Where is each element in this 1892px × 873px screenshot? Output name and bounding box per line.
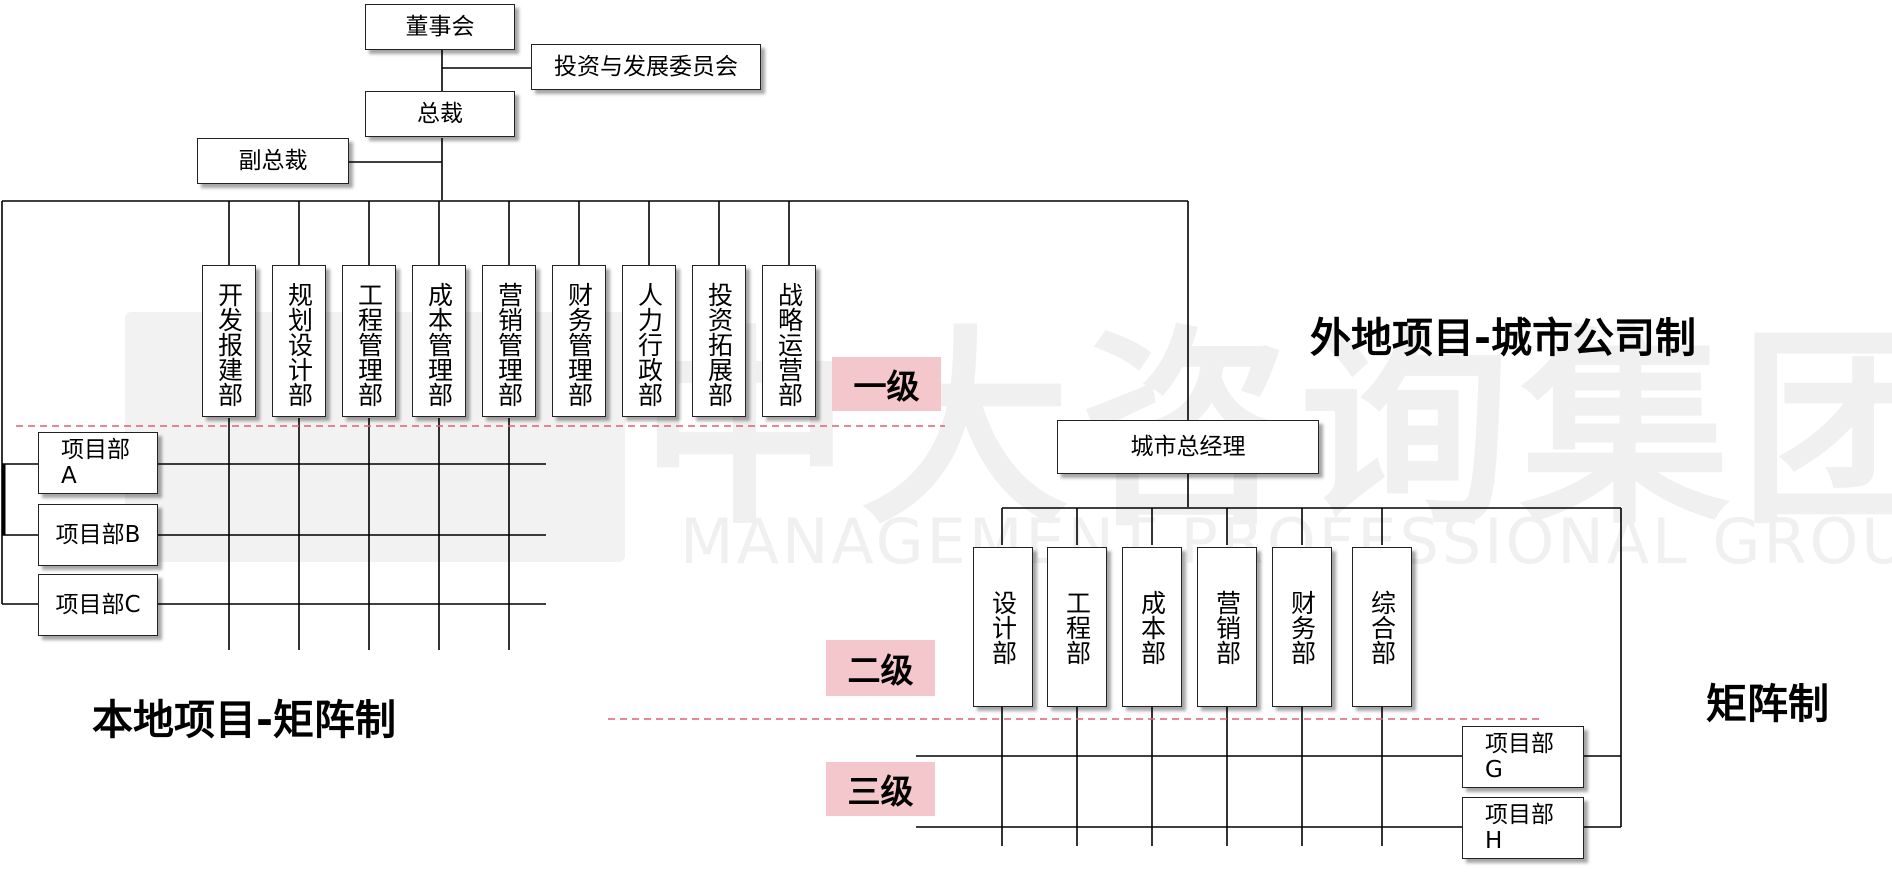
local-project-a: 项目部A [38,432,158,494]
city-dept-engineering: 工程部 [1047,547,1107,707]
city-dept-label: 工程部 [1062,590,1092,665]
committee-box: 投资与发展委员会 [531,44,761,90]
committee-label: 投资与发展委员会 [554,53,738,80]
city-dept-label: 综合部 [1367,590,1397,665]
president-box: 总裁 [365,91,515,137]
hq-dept-label: 人力行政部 [634,282,664,407]
hq-dept-hr: 人力行政部 [622,265,676,417]
city-dept-label: 营销部 [1212,590,1242,665]
hq-dept-label: 投资拓展部 [704,282,734,407]
remote-heading: 外地项目-城市公司制 [1310,314,1697,362]
level-3-label: 三级 [847,772,914,811]
hq-dept-marketing: 营销管理部 [482,265,536,417]
project-label: 项目部G [1485,730,1554,783]
city-dept-marketing: 营销部 [1197,547,1257,707]
hq-dept-label: 规划设计部 [284,282,314,407]
remote-project-g: 项目部G [1462,726,1584,788]
city-dept-cost: 成本部 [1122,547,1182,707]
city-gm-label: 城市总经理 [1130,433,1246,460]
city-dept-finance: 财务部 [1272,547,1332,707]
hq-dept-cost: 成本管理部 [412,265,466,417]
level-3-tag: 三级 [826,762,935,816]
president-label: 总裁 [417,100,463,127]
local-project-c: 项目部C [38,574,158,636]
city-dept-general: 综合部 [1352,547,1412,707]
remote-project-h: 项目部H [1462,797,1584,859]
hq-dept-label: 开发报建部 [214,282,244,407]
board-box: 董事会 [365,4,515,50]
board-label: 董事会 [405,13,475,40]
hq-dept-label: 工程管理部 [354,282,384,407]
hq-dept-strategy: 战略运营部 [762,265,816,417]
project-label: 项目部H [1485,801,1554,854]
local-heading: 本地项目-矩阵制 [92,696,397,744]
city-dept-design: 设计部 [973,547,1033,707]
hq-dept-planning: 规划设计部 [272,265,326,417]
vp-box: 副总裁 [197,138,349,184]
hq-dept-label: 营销管理部 [494,282,524,407]
level-1-label: 一级 [853,367,920,406]
project-label: 项目部B [55,521,141,548]
level-2-label: 二级 [847,651,914,690]
project-label: 项目部A [61,436,130,489]
hq-dept-finance: 财务管理部 [552,265,606,417]
city-dept-label: 财务部 [1287,590,1317,665]
level-2-tag: 二级 [826,640,935,696]
hq-dept-label: 战略运营部 [774,282,804,407]
vp-label: 副总裁 [238,147,308,174]
local-project-b: 项目部B [38,504,158,566]
hq-dept-investment: 投资拓展部 [692,265,746,417]
hq-dept-development: 开发报建部 [202,265,256,417]
city-dept-label: 设计部 [988,590,1018,665]
matrix-label: 矩阵制 [1706,680,1829,728]
city-dept-label: 成本部 [1137,590,1167,665]
project-label: 项目部C [55,591,141,618]
hq-dept-label: 成本管理部 [424,282,454,407]
level-1-tag: 一级 [832,357,941,411]
hq-dept-label: 财务管理部 [564,282,594,407]
city-gm-box: 城市总经理 [1057,420,1319,474]
hq-dept-engineering: 工程管理部 [342,265,396,417]
